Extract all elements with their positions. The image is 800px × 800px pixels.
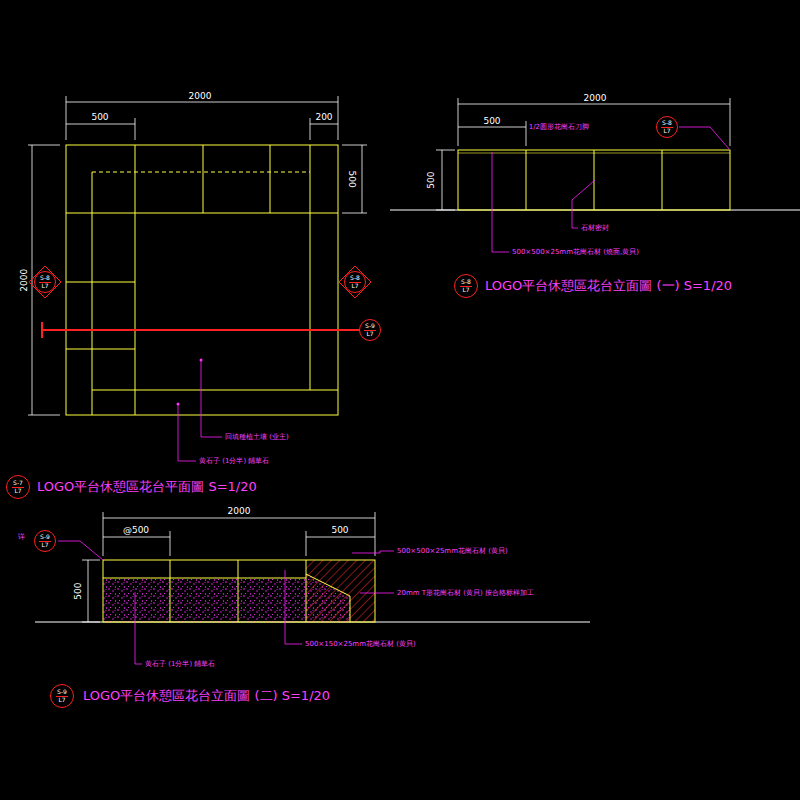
note-text: 500×500×25mm花崗石材 (燒面,黄貝) [511,248,640,256]
marker-text: S-8 [39,275,51,283]
marker-text: S-9 [56,689,68,697]
dimension-text: 2000 [188,91,213,101]
dimension-text: 500 [90,112,109,122]
section-marker: S-8L7 [34,271,56,293]
note-text: 20mm T形花崗石材 (黄貝) 按合格标样加工 [396,589,535,597]
dimension-text: 500 [330,525,349,535]
marker-text: S-7 [12,480,24,488]
dimension-text: 500 [427,170,437,189]
dimension-text: 2000 [19,268,29,293]
note-text: 石材密封 [580,224,610,232]
section-marker: S-8L7 [656,116,678,138]
drawing-title: LOGO平台休憩區花台立面圖 (一) S=1/20 [484,279,733,294]
dimension-text: 200 [314,112,333,122]
note-text: 黄石子 (1分半) 鋪草石 [144,660,216,668]
section-marker: S-7L7 [6,475,30,499]
section-marker: S-8L7 [454,274,478,298]
dimension-text: 500 [347,169,357,188]
note-text: 500×150×25mm花崗石材 (黄貝) [304,640,417,648]
dimension-text: 500 [74,581,84,600]
section-marker: S-8L7 [344,271,366,293]
marker-text: S-8 [661,120,673,128]
note-text: 详 [17,533,26,541]
dimension-text: 2000 [583,93,608,103]
marker-text: L7 [58,697,65,704]
section-marker: S-9L7 [34,530,56,552]
marker-text: L7 [462,287,469,294]
marker-text: S-9 [364,323,376,331]
marker-text: L7 [366,331,373,338]
drawing-title: LOGO平台休憩區花台立面圖 (二) S=1/20 [82,689,331,704]
note-text: 1/2圆形花崗石刀脚 [528,123,590,131]
dimension-text: 2000 [227,506,252,516]
section-marker: S-9L7 [359,319,381,341]
marker-text: L7 [41,283,48,290]
note-text: 500×500×25mm花崗石材 (黄貝) [396,547,509,555]
marker-text: L7 [663,128,670,135]
dimension-text: 500 [482,116,501,126]
marker-text: S-8 [460,279,472,287]
marker-text: S-8 [349,275,361,283]
marker-text: L7 [41,542,48,549]
note-text: 回填種植土壤 (业主) [224,433,290,441]
marker-text: L7 [351,283,358,290]
note-text: 黄石子 (1分半) 鋪草石 [198,457,270,465]
dimension-text: @500 [122,525,150,535]
section-marker: S-9L7 [50,684,74,708]
marker-text: L7 [14,488,21,495]
marker-text: S-9 [39,534,51,542]
drawing-title: LOGO平台休憩區花台平面圖 S=1/20 [36,480,258,495]
